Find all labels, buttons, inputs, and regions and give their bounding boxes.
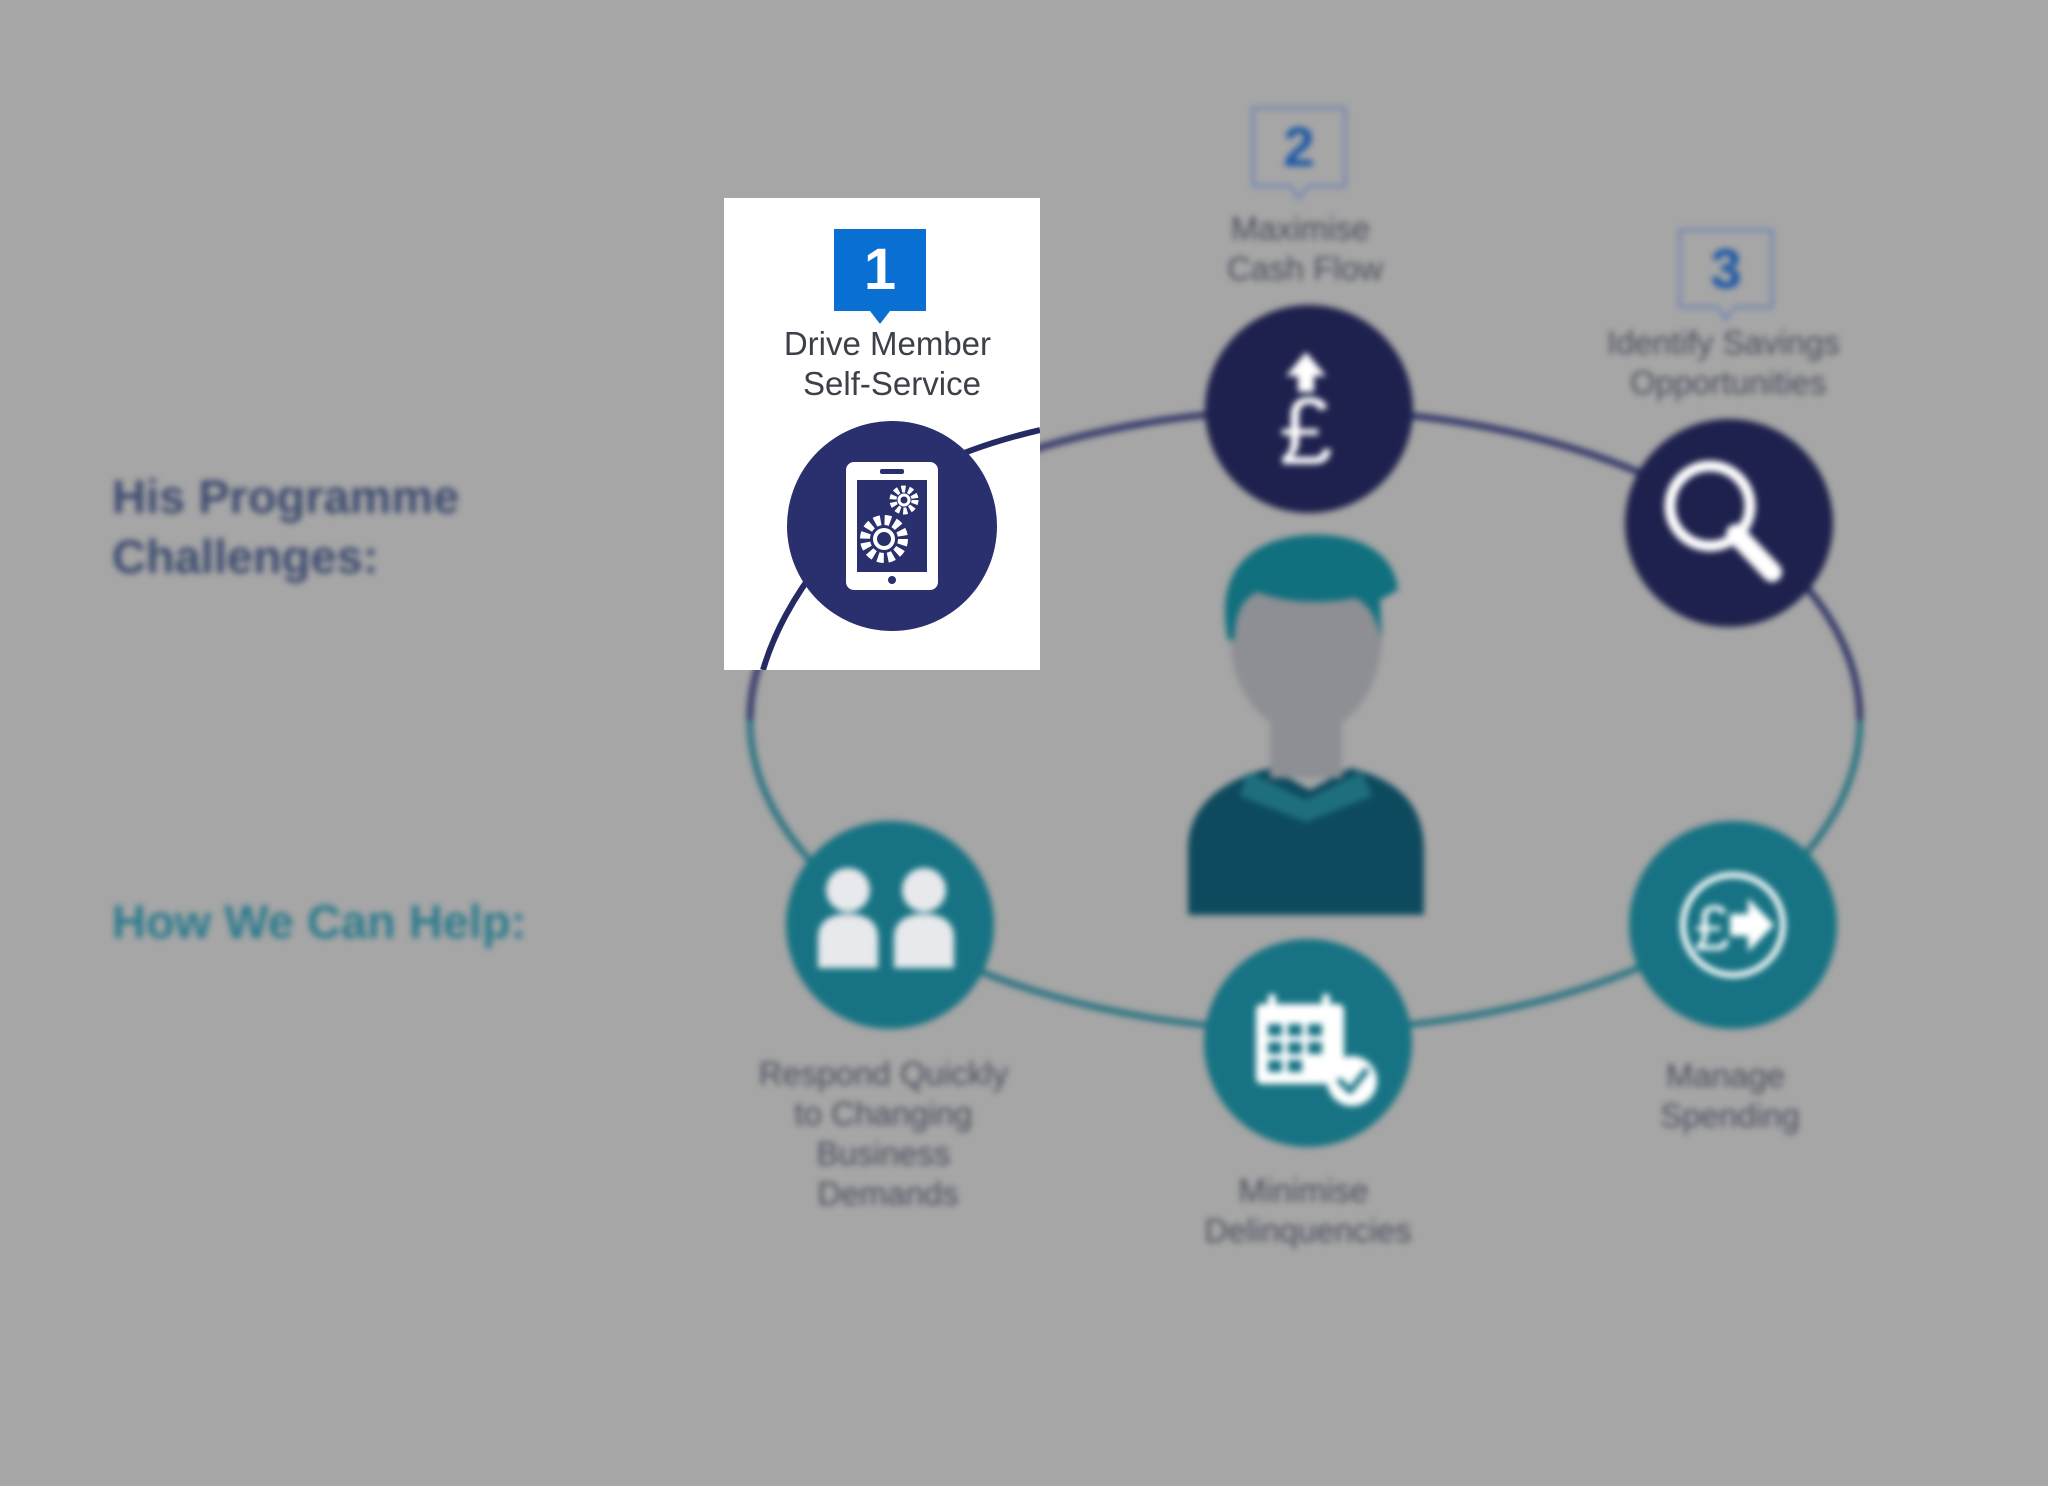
person-hair	[1225, 534, 1398, 640]
challenge-3: 3 Identify Savings Opportunities	[1607, 228, 1849, 627]
challenges-heading: His Programme Challenges:	[112, 470, 472, 583]
tablet-gears-icon	[846, 462, 938, 590]
challenge-circle-2	[1205, 305, 1413, 513]
help-label-3: Manage Spending	[1660, 1057, 1799, 1134]
challenge-circle-3	[1625, 419, 1833, 627]
help-circle-1	[786, 821, 994, 1029]
help-item-1: Respond Quickly to Changing Business Dem…	[759, 821, 1018, 1212]
help-item-3: £ Manage Spending	[1629, 821, 1837, 1134]
number-badge-3	[1678, 228, 1774, 322]
challenge-1: 1 Drive Member Self-Service	[760, 229, 1040, 670]
person-collar	[1240, 772, 1372, 822]
highlight-card-challenge-1: 1 Drive Member Self-Service	[724, 198, 1040, 670]
number-badge-2	[1251, 106, 1347, 201]
help-label-2: Minimise Delinquencies	[1204, 1172, 1411, 1249]
help-label-1: Respond Quickly to Changing Business Dem…	[759, 1055, 1018, 1212]
pound-arrow-circle-icon: £	[1680, 872, 1786, 978]
svg-text:£: £	[1694, 892, 1730, 964]
help-heading: How We Can Help:	[112, 895, 526, 948]
challenge-label-3: Identify Savings Opportunities	[1607, 324, 1849, 401]
two-people-icon	[818, 868, 954, 968]
calendar-check-icon	[1256, 994, 1377, 1106]
help-item-2: Minimise Delinquencies	[1204, 939, 1412, 1249]
pound-up-arrow-icon: £	[1279, 352, 1333, 485]
challenge-label-1: Drive Member Self-Service	[784, 325, 1000, 402]
magnifier-icon	[1664, 460, 1782, 582]
number-badge-1	[834, 229, 926, 324]
challenge-label-2: Maximise Cash Flow	[1227, 210, 1383, 287]
badge-number-2: 2	[1283, 115, 1314, 178]
person-body	[1188, 768, 1424, 915]
badge-number-1: 1	[864, 237, 896, 302]
challenge-2: 2 Maximise Cash Flow £	[1205, 106, 1413, 513]
person-avatar-icon	[1188, 534, 1424, 915]
badge-number-3: 3	[1710, 237, 1741, 300]
svg-text:£: £	[1279, 378, 1332, 485]
